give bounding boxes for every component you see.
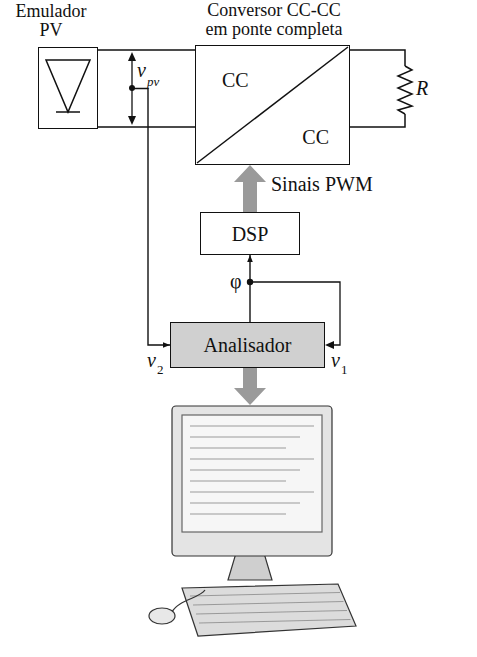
resistor-label: R [416, 78, 428, 98]
pv-symbol [46, 60, 90, 112]
key-row [190, 593, 340, 597]
screen-row [190, 503, 300, 504]
dsp-box: DSP [200, 212, 300, 255]
screen-row [190, 470, 300, 471]
pv-emulator-box: Emulador PV [38, 47, 98, 129]
converter-box: Conversor CC-CC em ponte completaCCCC [195, 45, 350, 165]
analyser-box: Analisador [170, 322, 325, 368]
port-label: CC [222, 70, 249, 90]
input-subscript: 1 [341, 363, 348, 376]
signal-wire [132, 89, 170, 346]
screen-row [190, 459, 314, 460]
screen-row [190, 492, 314, 493]
data-arrow [234, 368, 266, 405]
edge-label: φ [229, 271, 243, 291]
key-row [193, 602, 344, 606]
voltage-label: v [137, 60, 146, 80]
input-label: v [147, 350, 156, 370]
key-row [199, 620, 351, 624]
edge-label: Sinais PWM [270, 174, 374, 194]
pwm-arrow [234, 165, 266, 212]
node-heading: Conversor CC-CC em ponte completa [198, 1, 350, 39]
voltage-subscript: pv [147, 75, 159, 88]
resistor-symbol [350, 50, 412, 127]
screen-row [190, 448, 286, 449]
screen-row [190, 426, 314, 427]
screen-row [190, 481, 286, 482]
input-label: v [331, 350, 340, 370]
node-heading: Emulador PV [9, 2, 93, 40]
screen-row [190, 514, 286, 515]
box-label: DSP [232, 224, 269, 244]
key-row [196, 611, 347, 615]
converter-diagonal [197, 47, 348, 163]
computer-icon [149, 406, 356, 636]
input-subscript: 2 [157, 363, 164, 376]
signal-wire [249, 255, 250, 322]
port-label: CC [302, 127, 329, 147]
screen-row [190, 437, 300, 438]
box-label: Analisador [204, 335, 292, 355]
